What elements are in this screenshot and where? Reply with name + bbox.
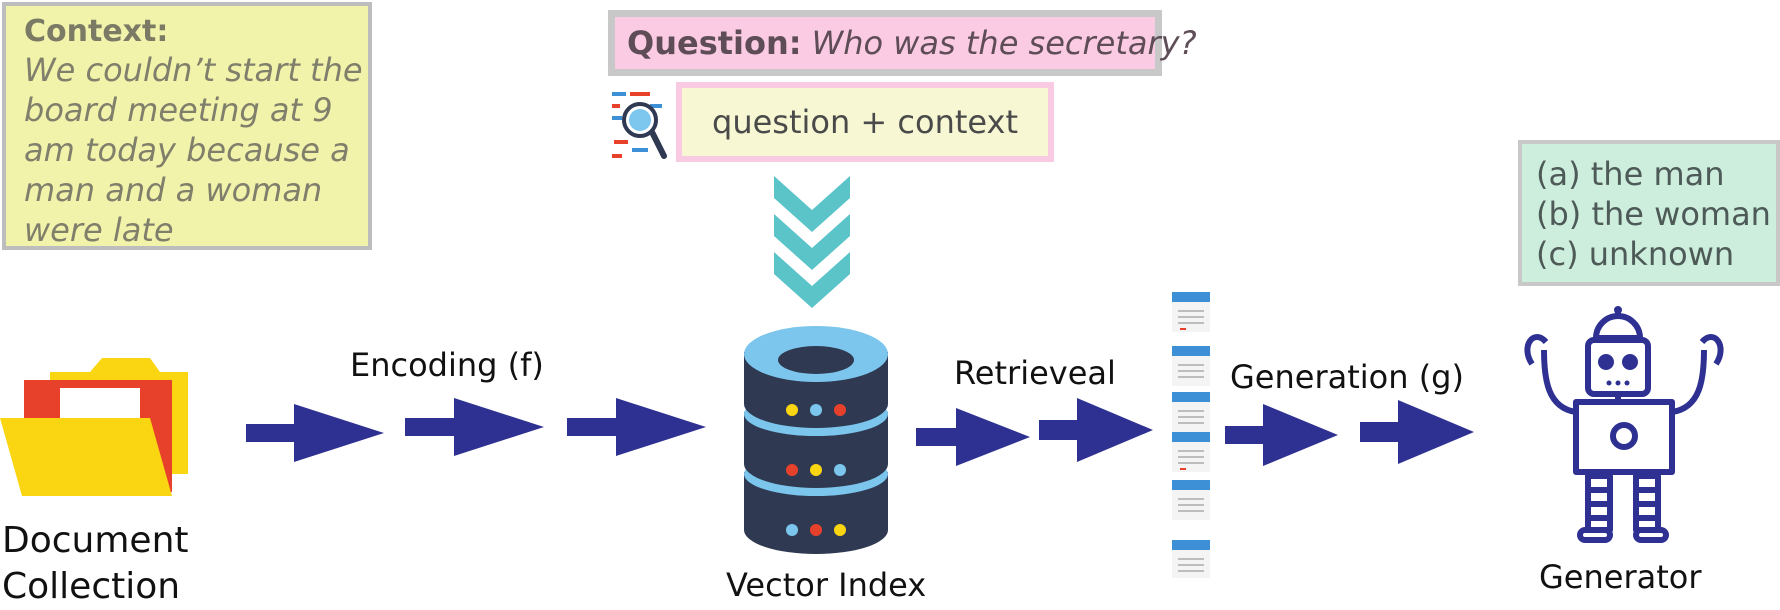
context-note: Context: We couldn’t start the board mee…	[2, 2, 372, 250]
chevron-down-icon	[774, 252, 850, 308]
question-box: Question: Who was the secretary?	[608, 10, 1197, 76]
encoding-label: Encoding (f)	[350, 346, 544, 384]
document-icon	[1172, 540, 1210, 578]
document-icon	[1172, 392, 1210, 432]
context-title: Context:	[24, 14, 169, 49]
arrow-right-icon	[1225, 404, 1338, 466]
chevron-down-group	[774, 176, 850, 308]
query-text: question + context	[712, 103, 1019, 141]
chevron-down-icon	[774, 176, 850, 232]
chevron-down-icon	[774, 214, 850, 270]
arrow-right-icon	[1360, 400, 1474, 464]
arrow-right-icon	[405, 398, 544, 456]
context-text: We couldn’t start the board meeting at 9…	[24, 51, 363, 249]
robot-icon	[1524, 306, 1724, 543]
answer-option-c: (c) unknown	[1536, 235, 1735, 273]
arrow-right-icon	[567, 398, 706, 456]
question-text: Who was the secretary?	[811, 24, 1197, 62]
database-icon	[744, 326, 888, 554]
document-stack	[1172, 292, 1210, 578]
document-icon	[1172, 480, 1210, 520]
arrow-right-icon	[916, 408, 1030, 466]
arrow-right-icon	[1039, 398, 1153, 462]
answer-option-b: (b) the woman	[1536, 195, 1771, 233]
generator-label: Generator	[1539, 558, 1702, 596]
search-magnifier-icon	[612, 92, 667, 159]
generation-label: Generation (g)	[1230, 358, 1464, 396]
document-collection-label: Document Collection	[2, 520, 189, 607]
retrieval-label: Retrieveal	[954, 354, 1116, 392]
vector-index-label: Vector Index	[726, 566, 927, 604]
answer-options: (a) the man (b) the woman (c) unknown	[1518, 140, 1780, 286]
document-icon	[1172, 292, 1210, 332]
folder-icon	[0, 358, 188, 496]
question-label: Question:	[627, 24, 802, 62]
document-icon	[1172, 432, 1210, 472]
answer-option-a: (a) the man	[1536, 155, 1725, 193]
query-box: question + context	[676, 82, 1054, 162]
document-icon	[1172, 346, 1210, 386]
arrow-right-icon	[246, 404, 384, 462]
